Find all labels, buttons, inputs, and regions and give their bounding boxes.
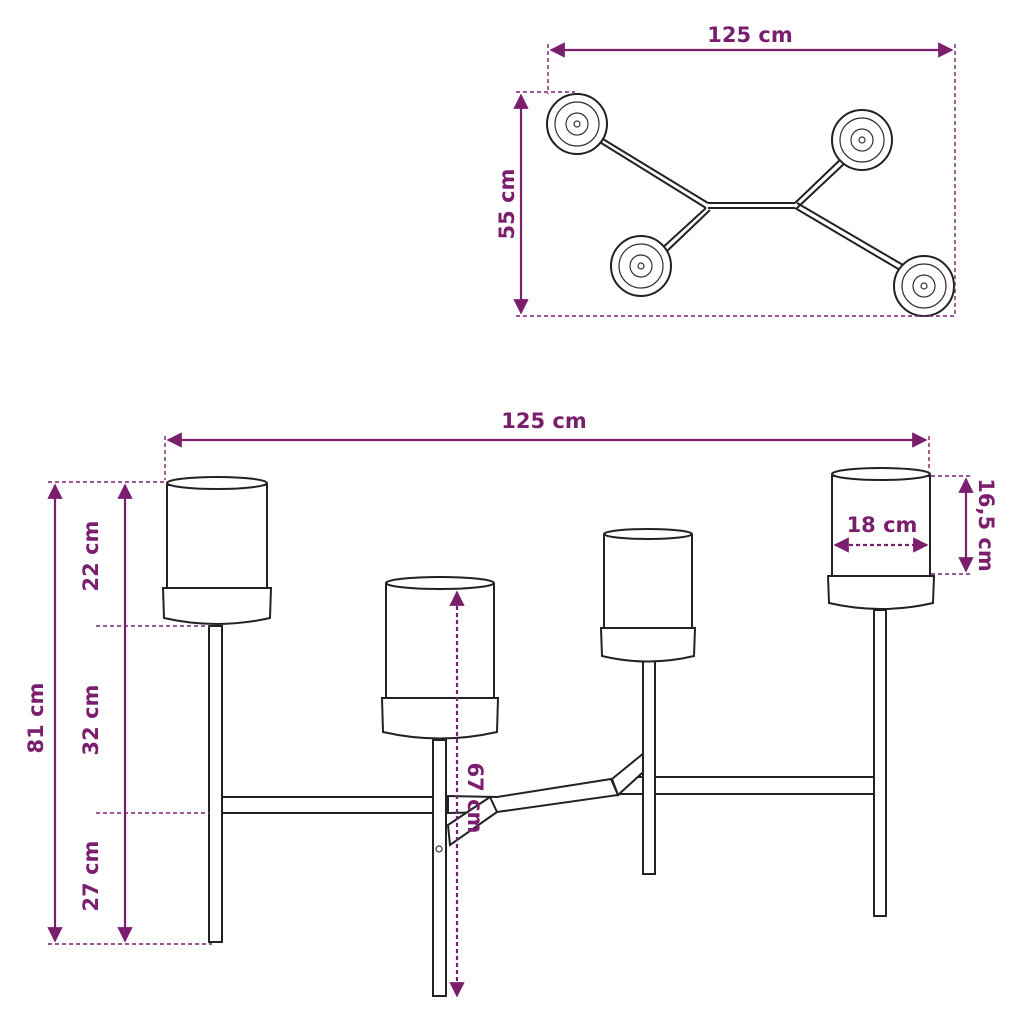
top-pot-4 xyxy=(893,255,955,317)
front-pot-2 xyxy=(380,576,500,740)
front-frame xyxy=(219,746,881,847)
front-width-label: 125 cm xyxy=(501,409,586,433)
leg-height-label: 27 cm xyxy=(79,841,103,912)
pot-diameter-dimension: 18 cm xyxy=(833,513,929,553)
front-pot-3 xyxy=(599,528,697,663)
front-pot-4 xyxy=(826,467,936,610)
pot-height-label: 22 cm xyxy=(79,521,103,592)
total-height-dimension: 81 cm xyxy=(24,481,212,945)
top-depth-label: 55 cm xyxy=(495,169,519,240)
segment-heights-dimension: 22 cm 32 cm 27 cm xyxy=(79,483,210,943)
front-width-dimension: 125 cm xyxy=(164,409,930,480)
front-view: 125 cm 81 cm 22 cm 32 cm 27 cm 67 cm xyxy=(24,409,998,998)
top-pot-2 xyxy=(831,109,893,171)
top-pot-3 xyxy=(610,235,672,297)
top-pot-1 xyxy=(546,93,608,155)
pot-depth-label: 16,5 cm xyxy=(974,478,998,571)
top-view-frame xyxy=(597,135,904,271)
front-stems xyxy=(208,609,887,997)
front-pot-1 xyxy=(161,476,273,625)
pot-diameter-label: 18 cm xyxy=(847,513,918,537)
total-height-label: 81 cm xyxy=(24,683,48,754)
pot-depth-dimension: 16,5 cm xyxy=(931,475,998,575)
top-width-dimension: 125 cm xyxy=(547,23,956,316)
top-view: 125 cm 55 cm xyxy=(495,23,956,317)
top-width-label: 125 cm xyxy=(707,23,792,47)
stem-height-label: 32 cm xyxy=(79,685,103,756)
center-height-dimension: 67 cm xyxy=(449,590,487,998)
top-depth-dimension: 55 cm xyxy=(495,91,955,317)
center-height-label: 67 cm xyxy=(463,763,487,834)
